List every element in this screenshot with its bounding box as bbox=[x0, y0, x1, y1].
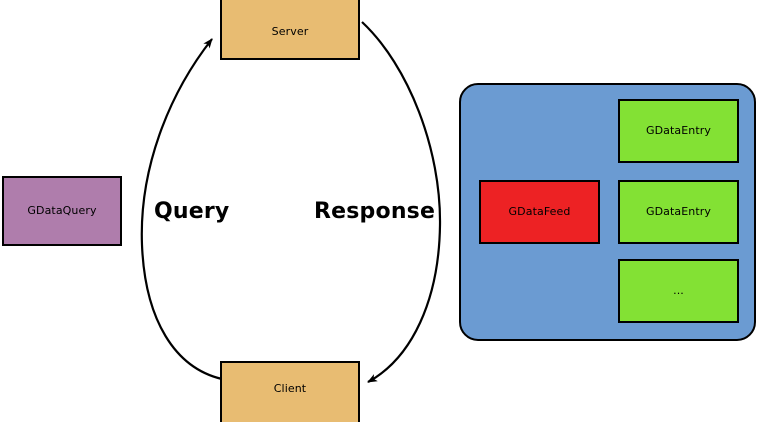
node-client[interactable]: Client bbox=[220, 361, 360, 422]
node-gdataentry-2-label: GDataEntry bbox=[645, 204, 712, 218]
node-gdatafeed[interactable]: GDataFeed bbox=[479, 180, 600, 244]
node-gdataentry-1-label: GDataEntry bbox=[645, 123, 712, 137]
node-gdataentry-2[interactable]: GDataEntry bbox=[618, 180, 739, 244]
node-gdataquery[interactable]: GDataQuery bbox=[2, 176, 122, 246]
node-gdataentry-ellipsis[interactable]: ... bbox=[618, 259, 739, 323]
node-server-label: Server bbox=[271, 24, 309, 38]
node-gdatafeed-label: GDataFeed bbox=[508, 204, 571, 218]
edge-label-query: Query bbox=[154, 199, 230, 224]
node-server[interactable]: Server bbox=[220, 0, 360, 60]
node-client-label: Client bbox=[273, 382, 307, 395]
node-gdataentry-1[interactable]: GDataEntry bbox=[618, 99, 739, 163]
edge-label-response: Response bbox=[314, 199, 436, 224]
node-gdataentry-ellipsis-label: ... bbox=[673, 283, 684, 297]
node-gdataquery-label: GDataQuery bbox=[27, 203, 97, 217]
